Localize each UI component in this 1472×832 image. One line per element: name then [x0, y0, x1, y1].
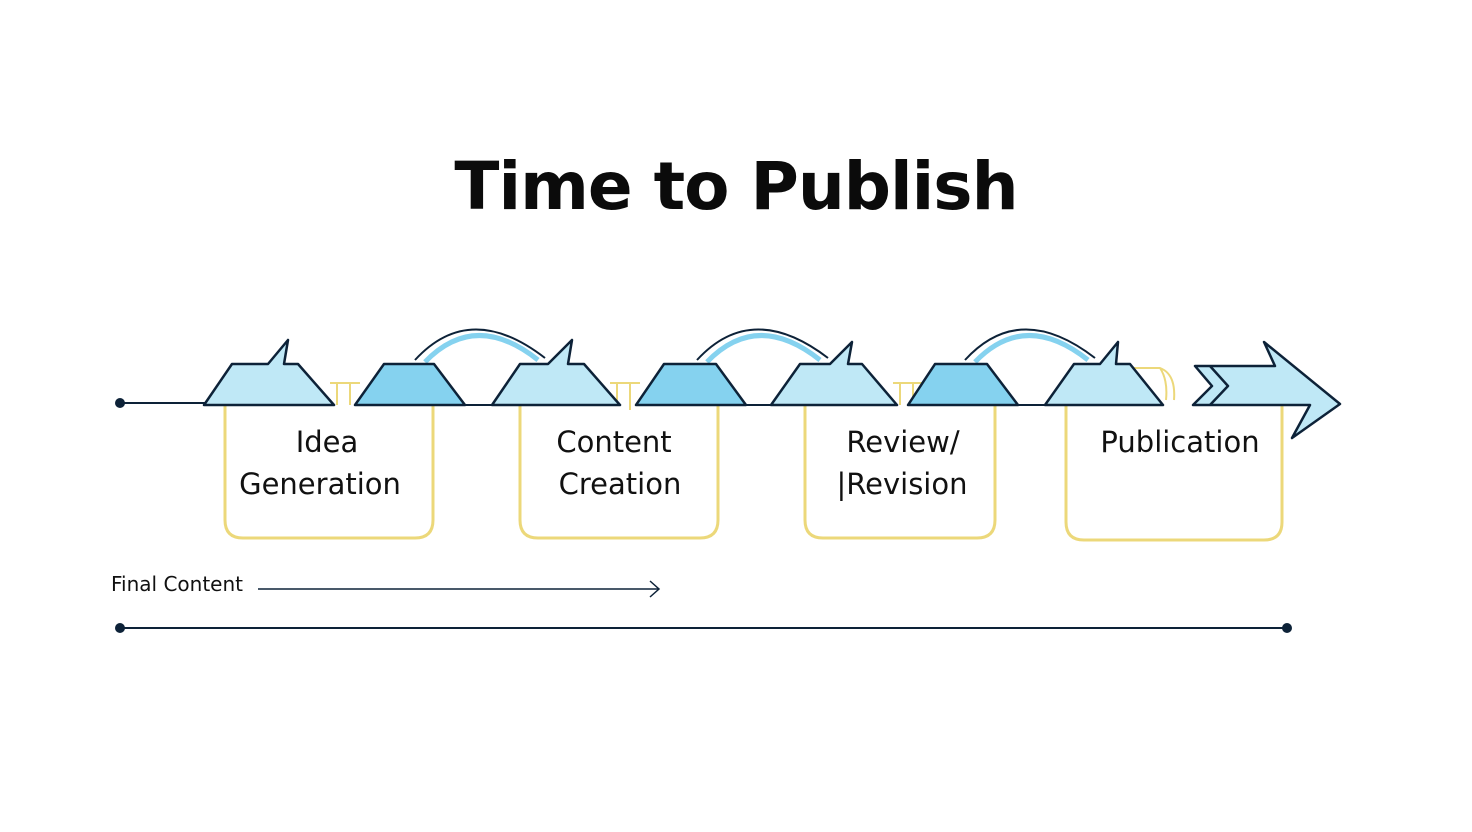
- final-content-label: Final Content: [111, 572, 243, 596]
- connector-4: [1130, 367, 1176, 401]
- end-arrow-icon: [1191, 340, 1342, 440]
- stage-label-1-line2: Generation: [239, 467, 401, 501]
- curved-arrow-1-fill: [423, 333, 540, 364]
- stage-label-1-line1: Idea: [296, 425, 359, 459]
- shape-review-peak: [769, 340, 899, 407]
- stage-boxes: [223, 367, 1284, 542]
- diagram-title: Time to Publish: [454, 148, 1018, 225]
- timeline-main: [115, 398, 205, 408]
- connector-1: [330, 382, 360, 405]
- shape-publication-peak: [1043, 340, 1165, 407]
- curved-arrows: [414, 328, 1096, 364]
- bottom-timeline-start-dot: [115, 623, 125, 633]
- stage-box-publication: [1064, 405, 1284, 542]
- stage-box-idea: [223, 405, 435, 540]
- curved-arrow-3: [964, 328, 1096, 361]
- stage-box-content: [518, 405, 720, 540]
- final-content-arrowhead-icon: [649, 580, 661, 598]
- stage-label-2-line1: Content: [556, 425, 671, 459]
- curved-arrow-2-fill: [705, 333, 822, 364]
- shape-idea-peak: [202, 338, 336, 407]
- stage-labels: Idea Generation Content Creation Review/…: [239, 425, 1259, 501]
- stage-box-review: [803, 405, 997, 540]
- shape-content-peak: [490, 338, 622, 407]
- shape-review-base: [906, 362, 1020, 407]
- stage-label-3-line2: |Revision: [837, 467, 968, 501]
- curved-arrow-3-fill: [973, 333, 1090, 364]
- stage-label-2-line2: Creation: [559, 467, 682, 501]
- stage-label-3-line1: Review/: [846, 425, 959, 459]
- process-shapes: [202, 338, 1342, 440]
- shape-idea-base: [353, 362, 467, 407]
- end-arrow-chevron: [1209, 365, 1230, 406]
- stage-label-4-line1: Publication: [1100, 425, 1259, 459]
- shape-content-base: [634, 362, 748, 407]
- bottom-timeline-end-dot: [1282, 623, 1292, 633]
- bottom-timeline: [115, 623, 1292, 633]
- curved-arrow-2: [696, 328, 829, 361]
- curved-arrow-1: [414, 328, 546, 361]
- final-content-indicator: Final Content: [111, 572, 661, 598]
